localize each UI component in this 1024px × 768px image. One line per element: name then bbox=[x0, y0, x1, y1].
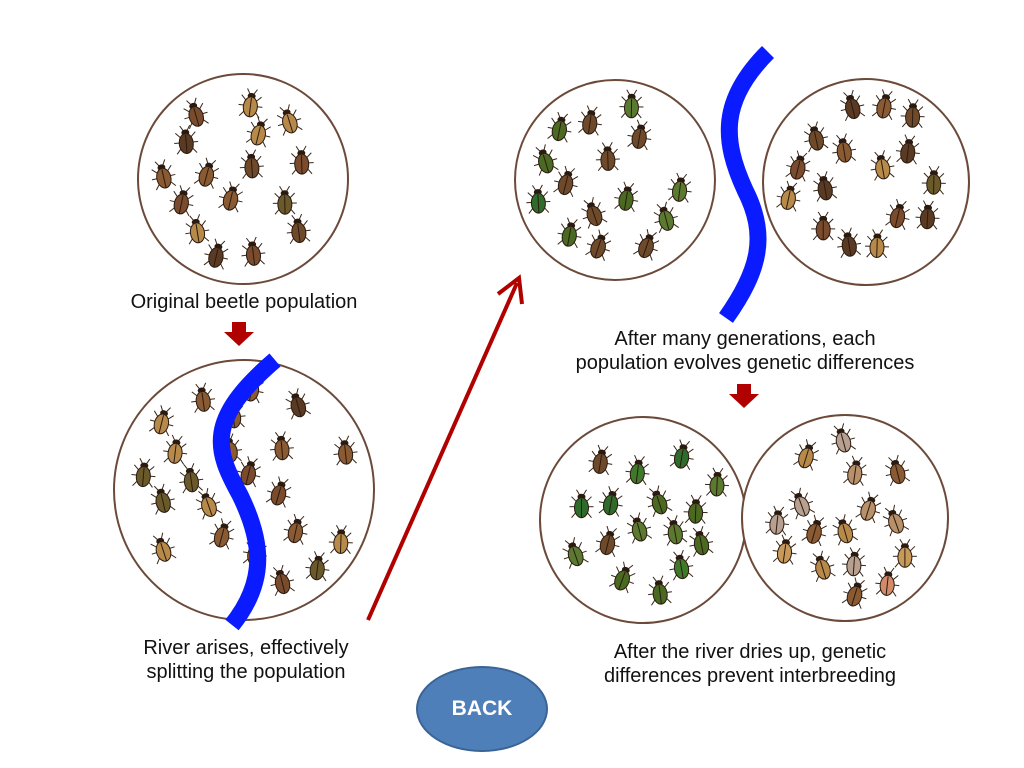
arrow-icon bbox=[224, 322, 254, 346]
caption-generations: After many generations, each population … bbox=[540, 327, 950, 375]
caption-dried-line1: After the river dries up, genetic bbox=[613, 641, 887, 663]
arrow-icon bbox=[729, 384, 759, 408]
caption-generations-line1: After many generations, each bbox=[614, 328, 876, 350]
river-icon bbox=[719, 45, 775, 323]
reunited-left-circle bbox=[539, 416, 747, 624]
evolved-left-circle bbox=[514, 79, 716, 281]
caption-river-line2: splitting the population bbox=[146, 661, 346, 683]
caption-generations-line2: population evolves genetic differences bbox=[575, 352, 915, 374]
arrow-icon bbox=[366, 274, 524, 621]
back-button[interactable]: BACK bbox=[416, 666, 548, 752]
caption-original: Original beetle population bbox=[94, 290, 394, 314]
caption-river-line1: River arises, effectively bbox=[143, 637, 349, 659]
caption-dried: After the river dries up, genetic differ… bbox=[560, 640, 940, 688]
caption-river: River arises, effectively splitting the … bbox=[106, 636, 386, 684]
caption-dried-line2: differences prevent interbreeding bbox=[603, 665, 897, 687]
river-icon bbox=[212, 353, 281, 631]
caption-original-text: Original beetle population bbox=[130, 291, 358, 313]
